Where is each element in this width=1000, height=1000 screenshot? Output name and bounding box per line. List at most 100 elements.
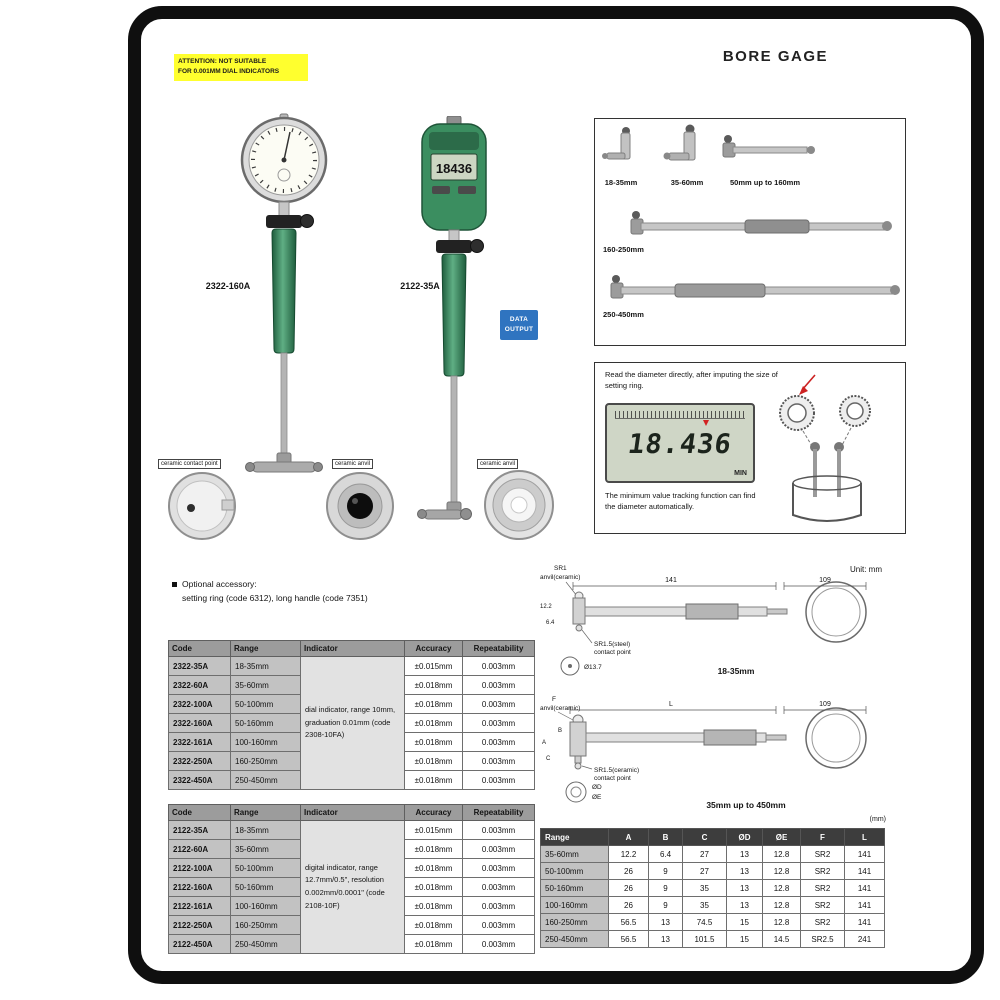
dim-value-cell: 13 [726, 896, 763, 914]
probe-50-160 [722, 135, 815, 158]
accuracy-cell: ±0.015mm [404, 820, 463, 840]
accuracy-cell: ±0.018mm [404, 877, 463, 897]
dim-table-unit: (mm) [869, 816, 886, 823]
spec-header-row: Code Range Indicator Accuracy Repeatabil… [168, 640, 535, 657]
code-cell: 2322-60A [168, 675, 231, 695]
lcd-value: 18.436 [626, 429, 734, 460]
data-output-badge: DATA OUTPUT [500, 310, 538, 340]
dim-value-cell: 35 [682, 879, 727, 897]
spec-table-digital: Code Range Indicator Accuracy Repeatabil… [168, 804, 535, 954]
product-model-dial: 2322-160A [205, 281, 251, 291]
drawing-caption: 35mm up to 450mm [706, 800, 786, 810]
header-repeatability: Repeatability [462, 640, 535, 657]
dial-outline-inner [811, 587, 861, 637]
range-cell: 250-450mm [230, 934, 301, 954]
attention-note: ATTENTION: NOT SUITABLE FOR 0.001MM DIAL… [174, 54, 308, 81]
dim-value-cell: SR2 [800, 913, 845, 931]
dim-value-cell: 13 [726, 862, 763, 880]
accuracy-cell: ±0.018mm [404, 732, 463, 752]
probe-sizes-panel: 18-35mm 35-60mm 50mm up to 160mm [594, 118, 906, 346]
dim-value-cell: 141 [844, 879, 885, 897]
bullet-icon [172, 582, 177, 588]
range-cell: 100-160mm [230, 732, 301, 752]
rod-160-250 [630, 211, 892, 235]
dim-value-cell: 12.8 [762, 862, 801, 880]
head-shape [572, 597, 586, 625]
header-indicator: Indicator [300, 640, 405, 657]
dim-length-label: L [669, 701, 673, 708]
accuracy-cell: ±0.018mm [404, 770, 463, 790]
header-accuracy: Accuracy [404, 640, 463, 657]
contact-tip [417, 509, 427, 519]
probe-label-2: 35-60mm [671, 178, 704, 187]
dim-header-range: Range [540, 828, 609, 846]
header-range: Range [230, 640, 301, 657]
accuracy-cell: ±0.018mm [404, 675, 463, 695]
clamp-knob [300, 214, 314, 228]
contact-tip-right [313, 462, 323, 472]
dim-value-cell: 141 [844, 845, 885, 863]
photo-inner [176, 480, 228, 532]
repeatability-cell: 0.003mm [462, 751, 535, 771]
unit-label: Unit: mm [850, 565, 882, 574]
technical-drawing-18-35: Unit: mm SR1 anvil(ceramic) 141 109 12.2… [540, 565, 882, 676]
dial-stem [278, 201, 290, 217]
side-fitting [221, 499, 235, 511]
accuracy-cell: ±0.018mm [404, 694, 463, 714]
lcd-scale [615, 411, 745, 419]
label-od: ØD [592, 784, 602, 791]
attention-line-2: FOR 0.001MM DIAL INDICATORS [178, 68, 280, 76]
repeatability-cell: 0.003mm [462, 877, 535, 897]
clamp-knob [470, 239, 484, 253]
anvil-bore [347, 493, 373, 519]
grip-shape [703, 729, 757, 746]
code-cell: 2122-35A [168, 820, 231, 840]
red-arrow-icon [799, 374, 816, 395]
dim-header-oe: ØE [762, 828, 801, 846]
digital-bore-gauge-illustration: 18436 [417, 116, 487, 520]
stem-shape [765, 734, 787, 741]
range-cell: 35-60mm [230, 839, 301, 859]
gauge-stem-2 [837, 449, 841, 497]
code-cell: 2122-161A [168, 896, 231, 916]
repeatability-cell: 0.003mm [462, 896, 535, 916]
setting-rings-illustration [779, 395, 871, 522]
dim-range-cell: 160-250mm [540, 913, 609, 931]
dim-value-cell: 9 [648, 862, 683, 880]
repeatability-cell: 0.003mm [462, 713, 535, 733]
dim-header-od: ØD [726, 828, 763, 846]
dim-header-l: L [844, 828, 885, 846]
dim-value-cell: 14.5 [762, 930, 801, 948]
section-circle-inner [570, 786, 582, 798]
dim-range-cell: 250-450mm [540, 930, 609, 948]
accuracy-cell: ±0.018mm [404, 751, 463, 771]
repeatability-cell: 0.003mm [462, 694, 535, 714]
dim-range-cell: 50-160mm [540, 879, 609, 897]
display-panel: Read the diameter directly, after imputi… [594, 362, 906, 534]
dim-a-label: 12.2 [540, 604, 552, 610]
accuracy-cell: ±0.015mm [404, 656, 463, 676]
code-cell: 2122-250A [168, 915, 231, 935]
range-cell: 50-160mm [230, 877, 301, 897]
probe-sizes-illustration: 18-35mm 35-60mm 50mm up to 160mm [602, 124, 900, 319]
callout-ceramic-contact-point: ceramic contact point [158, 459, 221, 469]
repeatability-cell: 0.003mm [462, 915, 535, 935]
display-note-bottom: The minimum value tracking function can … [605, 491, 756, 511]
dim-value-cell: 12.8 [762, 845, 801, 863]
hole-dia-label: Ø13.7 [584, 664, 602, 671]
dial-ticks [251, 127, 317, 193]
code-cell: 2122-60A [168, 839, 231, 859]
grip-shape [685, 603, 739, 620]
gauge-top-2 [834, 442, 844, 452]
code-cell: 2322-161A [168, 732, 231, 752]
dim-value-cell: 9 [648, 896, 683, 914]
